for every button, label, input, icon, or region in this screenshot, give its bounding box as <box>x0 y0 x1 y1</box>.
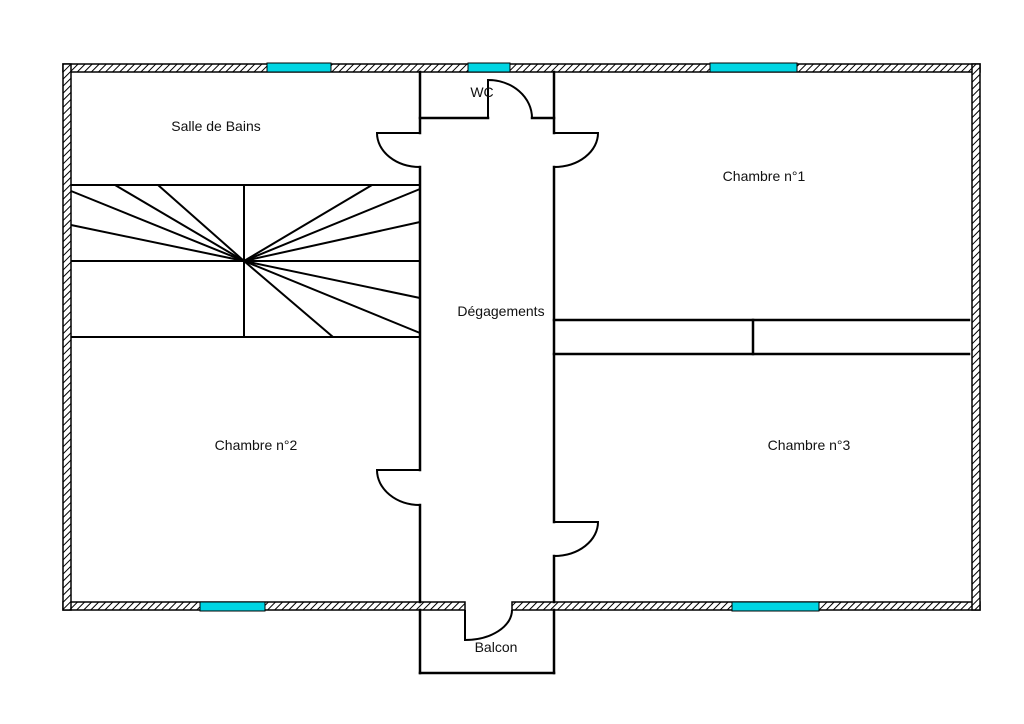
door-salle-de-bains <box>375 132 421 168</box>
label-chambre-3: Chambre n°3 <box>768 437 851 453</box>
windows <box>199 62 820 612</box>
window-chambre-1 <box>709 62 798 73</box>
label-chambre-1: Chambre n°1 <box>723 168 806 184</box>
stair-tread <box>70 224 245 262</box>
wall-right <box>971 63 981 611</box>
door-chambre-3 <box>553 521 600 557</box>
door-chambre-1 <box>553 132 600 168</box>
wall-top <box>62 63 981 73</box>
doors <box>375 78 600 642</box>
door-wc <box>487 78 533 119</box>
window-wc <box>467 62 511 73</box>
stair-tread <box>157 184 245 262</box>
window-chambre-3 <box>731 601 820 612</box>
wall-left <box>62 63 72 611</box>
label-degagements: Dégagements <box>457 303 544 319</box>
stair-tread <box>243 188 421 262</box>
label-salle-de-bains: Salle de Bains <box>171 118 261 134</box>
label-chambre-2: Chambre n°2 <box>215 437 298 453</box>
window-chambre-2 <box>199 601 266 612</box>
window-salle-de-bains <box>266 62 332 73</box>
interior-walls <box>418 70 971 675</box>
label-wc: WC <box>470 84 493 100</box>
room-labels: Salle de Bains WC Chambre n°1 Dégagement… <box>171 84 850 655</box>
label-balcon: Balcon <box>475 639 518 655</box>
stair-tread <box>243 260 421 299</box>
door-chambre-2 <box>375 469 421 506</box>
stair-tread <box>70 190 245 262</box>
staircase <box>70 184 421 338</box>
stair-tread <box>243 184 373 262</box>
stair-tread <box>114 184 245 262</box>
stair-tread <box>243 260 334 338</box>
stair-tread <box>243 221 421 262</box>
door-balcon <box>464 609 513 642</box>
stair-tread <box>243 260 421 334</box>
